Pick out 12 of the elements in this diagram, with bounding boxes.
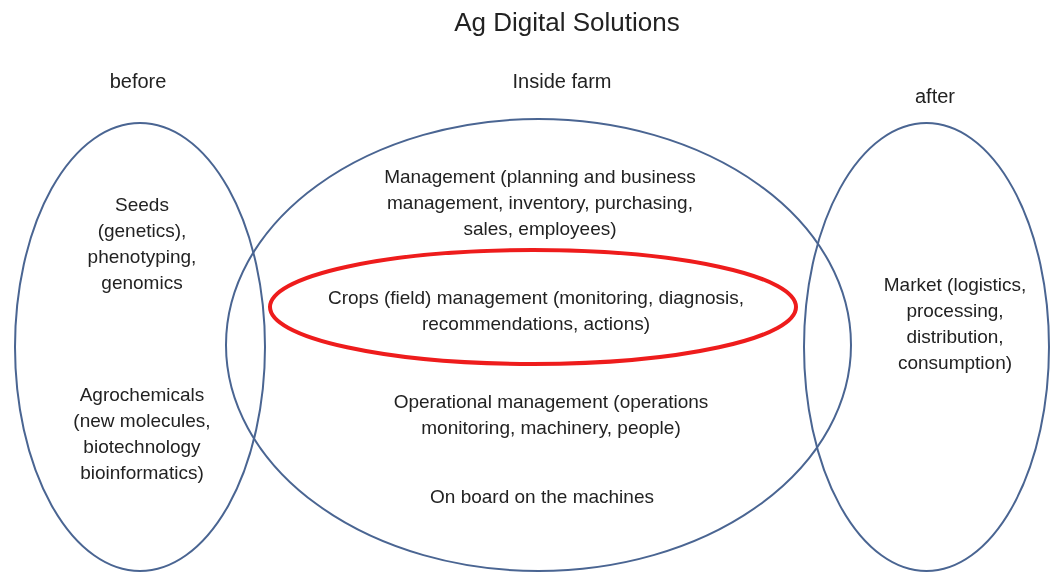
region-text: Market (logistics, processing, distribution, consumption) [882, 273, 1028, 375]
region-text: On board on the machines [429, 485, 655, 509]
region-heading: Inside farm [511, 69, 613, 94]
region-heading: before [108, 69, 168, 94]
diagram-title: Ag Digital Solutions [453, 6, 681, 39]
region-text: Agrochemicals (new molecules, biotechnology bioinformatics) [72, 383, 212, 485]
region-heading: after [914, 84, 956, 109]
ellipse-region [268, 248, 798, 366]
region-text: Crops (field) management (monitoring, diagnosis, recommendations, actions) [326, 286, 746, 336]
region-text: Operational management (operations monitoring, machinery, people) [392, 390, 710, 440]
region-text: Management (planning and business management, inventory, purchasing, sales, employees) [383, 165, 697, 241]
region-text: Seeds (genetics), phenotyping, genomics [86, 193, 198, 295]
